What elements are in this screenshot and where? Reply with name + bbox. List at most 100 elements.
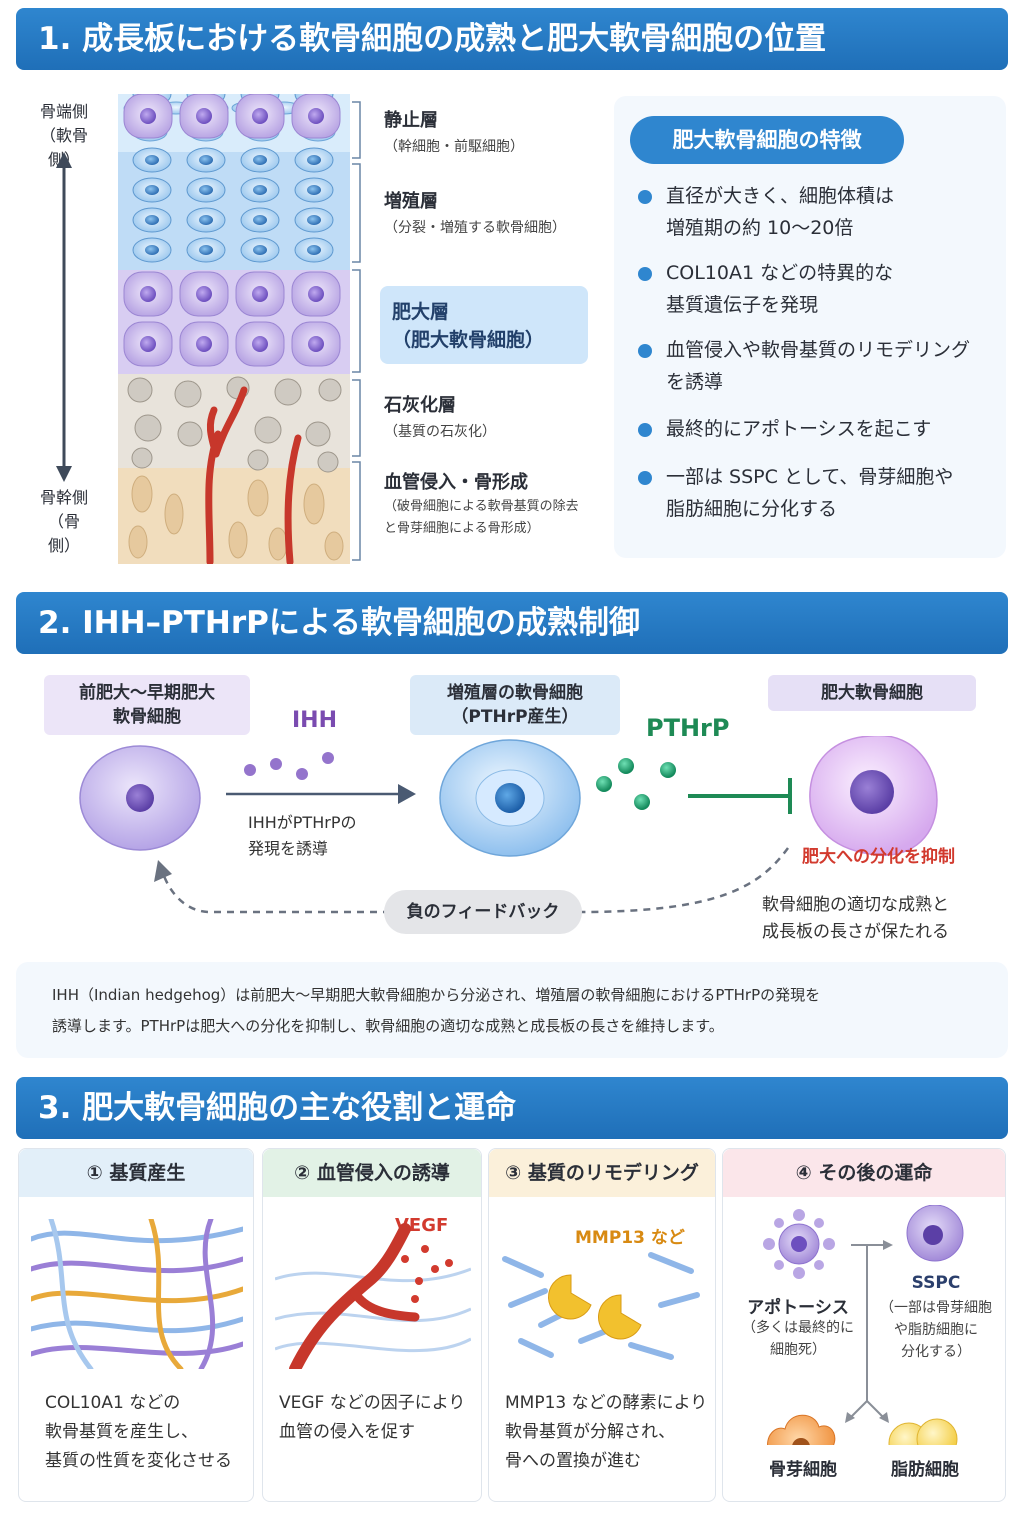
calcified-cells xyxy=(127,376,342,473)
apoptosis-cell xyxy=(763,1209,835,1279)
apoptosis-note: （多くは最終的に 細胞死） xyxy=(737,1317,859,1361)
axis-bottom-line2: （骨側） xyxy=(47,512,80,555)
proliferative-cell xyxy=(439,739,581,857)
card1-line: 軟骨基質を産生し、 xyxy=(45,1422,198,1442)
layer-proliferative-name: 増殖層 xyxy=(384,191,438,212)
feature-item: COL10A1 などの特異的な基質遺伝子を発現 xyxy=(638,257,996,321)
section3-title: 3. 肥大軟骨細胞の主な役割と運命 xyxy=(38,1090,517,1126)
summary-line2: 誘導します。PTHrPは肥大への分化を抑制し、軟骨細胞の適切な成熟と成長板の長さ… xyxy=(52,1017,724,1035)
feature-line: 最終的にアポトーシスを起こす xyxy=(666,418,932,440)
card1-line: COL10A1 などの xyxy=(45,1393,181,1413)
layer-calcified-desc: （基質の石灰化） xyxy=(384,424,496,440)
ihh-label: IHH xyxy=(292,708,338,733)
cell1-label-line1: 前肥大〜早期肥大 xyxy=(79,683,215,703)
card3-head: ③ 基質のリモデリング xyxy=(489,1149,715,1197)
bullet-dot xyxy=(638,423,652,437)
card3-text: MMP13 などの酵素により 軟骨基質が分解され、 骨への置換が進む xyxy=(505,1389,707,1476)
adipocyte-label: 脂肪細胞 xyxy=(891,1460,959,1480)
feature-item: 一部は SSPC として、骨芽細胞や脂肪細胞に分化する xyxy=(638,461,996,525)
ihh-pthrp-diagram xyxy=(79,736,938,914)
features-panel: 肥大軟骨細胞の特徴 直径が大きく、細胞体積は増殖期の約 10〜20倍 COL10… xyxy=(614,96,1006,558)
card-vascular-invasion: ② 血管侵入の誘導 VEGF VEGF などの因子により 血管の侵入を促す xyxy=(262,1148,482,1502)
sspc-note-line: や脂肪細胞に xyxy=(894,1322,978,1338)
card2-line: 血管の侵入を促す xyxy=(279,1422,415,1442)
feature-item: 血管侵入や軟骨基質のリモデリングを誘導 xyxy=(638,334,1006,398)
feature-item: 最終的にアポトーシスを起こす xyxy=(638,413,996,445)
layer-invasion-desc1: （破骨細胞による軟骨基質の除去 xyxy=(384,499,579,514)
osteoblast-cell xyxy=(767,1414,836,1445)
layer-hypertrophic-highlight: 肥大層 （肥大軟骨細胞） xyxy=(380,286,588,364)
layer-brackets xyxy=(352,101,361,561)
remodeling-illustration xyxy=(502,1252,700,1360)
sspc-label: SSPC xyxy=(911,1273,961,1293)
card3-line: MMP13 などの酵素により xyxy=(505,1393,708,1413)
result-line2: 成長板の長さが保たれる xyxy=(762,922,949,942)
section3-header: 3. 肥大軟骨細胞の主な役割と運命 xyxy=(16,1077,1008,1139)
result-note: 軟骨細胞の適切な成熟と 成長板の長さが保たれる xyxy=(762,892,949,946)
card-matrix-remodeling: ③ 基質のリモデリング MMP13 など MMP13 などの酵素により 軟骨基質… xyxy=(488,1148,716,1502)
section2-title: 2. IHH–PTHrPによる軟骨細胞の成熟制御 xyxy=(38,605,640,641)
bullet-dot xyxy=(638,267,652,281)
feedback-label: 負のフィードバック xyxy=(384,890,582,934)
bullet-dot xyxy=(638,344,652,358)
axis-bottom-label: 骨幹側 （骨側） xyxy=(36,486,92,558)
card3-line: 軟骨基質が分解され、 xyxy=(505,1422,676,1442)
feature-line: 増殖期の約 10〜20倍 xyxy=(666,217,854,239)
summary-box: IHH（Indian hedgehog）は前肥大〜早期肥大軟骨細胞から分泌され、… xyxy=(16,962,1008,1058)
cell3-label: 肥大軟骨細胞 xyxy=(768,675,976,711)
features-title: 肥大軟骨細胞の特徴 xyxy=(630,116,904,164)
feature-line: 直径が大きく、細胞体積は xyxy=(666,185,895,207)
card-cell-fate: ④ その後の運命 xyxy=(722,1148,1006,1502)
feedback-arrow xyxy=(154,847,790,914)
cell1-label-line2: 軟骨細胞 xyxy=(113,707,181,727)
adipocyte-cell xyxy=(888,1418,958,1445)
feature-line: 一部は SSPC として、骨芽細胞や xyxy=(666,466,954,488)
bullet-dot xyxy=(638,190,652,204)
feature-line: 基質遺伝子を発現 xyxy=(666,294,819,316)
ihh-note: IHHがPTHrPの 発現を誘導 xyxy=(248,810,356,862)
feature-line: 血管侵入や軟骨基質のリモデリング xyxy=(666,339,971,361)
sspc-note: （一部は骨芽細胞 や脂肪細胞に 分化する） xyxy=(873,1297,999,1363)
card1-text: COL10A1 などの 軟骨基質を産生し、 基質の性質を変化させる xyxy=(45,1389,232,1476)
result-line1: 軟骨細胞の適切な成熟と xyxy=(762,895,949,915)
sspc-cell xyxy=(906,1205,964,1262)
ihh-arrow xyxy=(226,784,416,804)
apoptosis-note-line: 細胞死） xyxy=(770,1342,826,1358)
layer-calcified: 石灰化層 （基質の石灰化） xyxy=(384,393,496,445)
inhibit-label: 肥大への分化を抑制 xyxy=(802,847,955,867)
collagen-fibers-illustration xyxy=(31,1219,243,1369)
hypertrophic-cell xyxy=(809,736,938,856)
growth-plate-illustration xyxy=(118,94,350,564)
card2-head: ② 血管侵入の誘導 xyxy=(263,1149,481,1197)
vessel-illustration xyxy=(275,1223,471,1369)
layer-invasion-name: 血管侵入・骨形成 xyxy=(384,472,528,493)
axis-bottom-line1: 骨幹側 xyxy=(39,488,88,507)
card2-text: VEGF などの因子により 血管の侵入を促す xyxy=(279,1389,465,1447)
ihh-note-line1: IHHがPTHrPの xyxy=(248,813,357,832)
sspc-note-line: 分化する） xyxy=(901,1344,971,1360)
feature-item: 直径が大きく、細胞体積は増殖期の約 10〜20倍 xyxy=(638,180,996,244)
feature-line: 脂肪細胞に分化する xyxy=(666,498,838,520)
cell2-label: 増殖層の軟骨細胞 （PTHrP産生） xyxy=(410,675,620,735)
card4-head: ④ その後の運命 xyxy=(723,1149,1005,1197)
summary-line1: IHH（Indian hedgehog）は前肥大〜早期肥大軟骨細胞から分泌され、… xyxy=(52,986,821,1004)
layer-calcified-name: 石灰化層 xyxy=(384,395,456,416)
cell-fate-illustration xyxy=(763,1205,964,1445)
card-matrix-production: ① 基質産生 COL10A1 などの 軟骨基質を産生し、 基質の性質を変化させる xyxy=(18,1148,254,1502)
feature-line: COL10A1 などの特異的な xyxy=(666,262,894,284)
layer-hypertrophic-name: 肥大層 xyxy=(392,301,450,323)
fate-arrows xyxy=(845,1240,893,1423)
card1-head: ① 基質産生 xyxy=(19,1149,253,1197)
layer-proliferative: 増殖層 （分裂・増殖する軟骨細胞） xyxy=(384,189,566,241)
hypertrophic-cells xyxy=(123,94,341,367)
cell2-label-line2: （PTHrP産生） xyxy=(451,707,579,727)
axis-top-label: 骨端側 （軟骨側） xyxy=(36,100,92,172)
section1-title: 1. 成長板における軟骨細胞の成熟と肥大軟骨細胞の位置 xyxy=(38,21,827,57)
cell2-label-line1: 増殖層の軟骨細胞 xyxy=(447,683,583,703)
layer-resting-desc: （幹細胞・前駆細胞） xyxy=(384,139,524,155)
card3-line: 骨への置換が進む xyxy=(505,1451,641,1471)
layer-proliferative-desc: （分裂・増殖する軟骨細胞） xyxy=(384,220,566,236)
card1-line: 基質の性質を変化させる xyxy=(45,1451,232,1471)
axis-top-line1: 骨端側 xyxy=(39,102,88,121)
pthrp-label: PTHrP xyxy=(646,714,730,742)
